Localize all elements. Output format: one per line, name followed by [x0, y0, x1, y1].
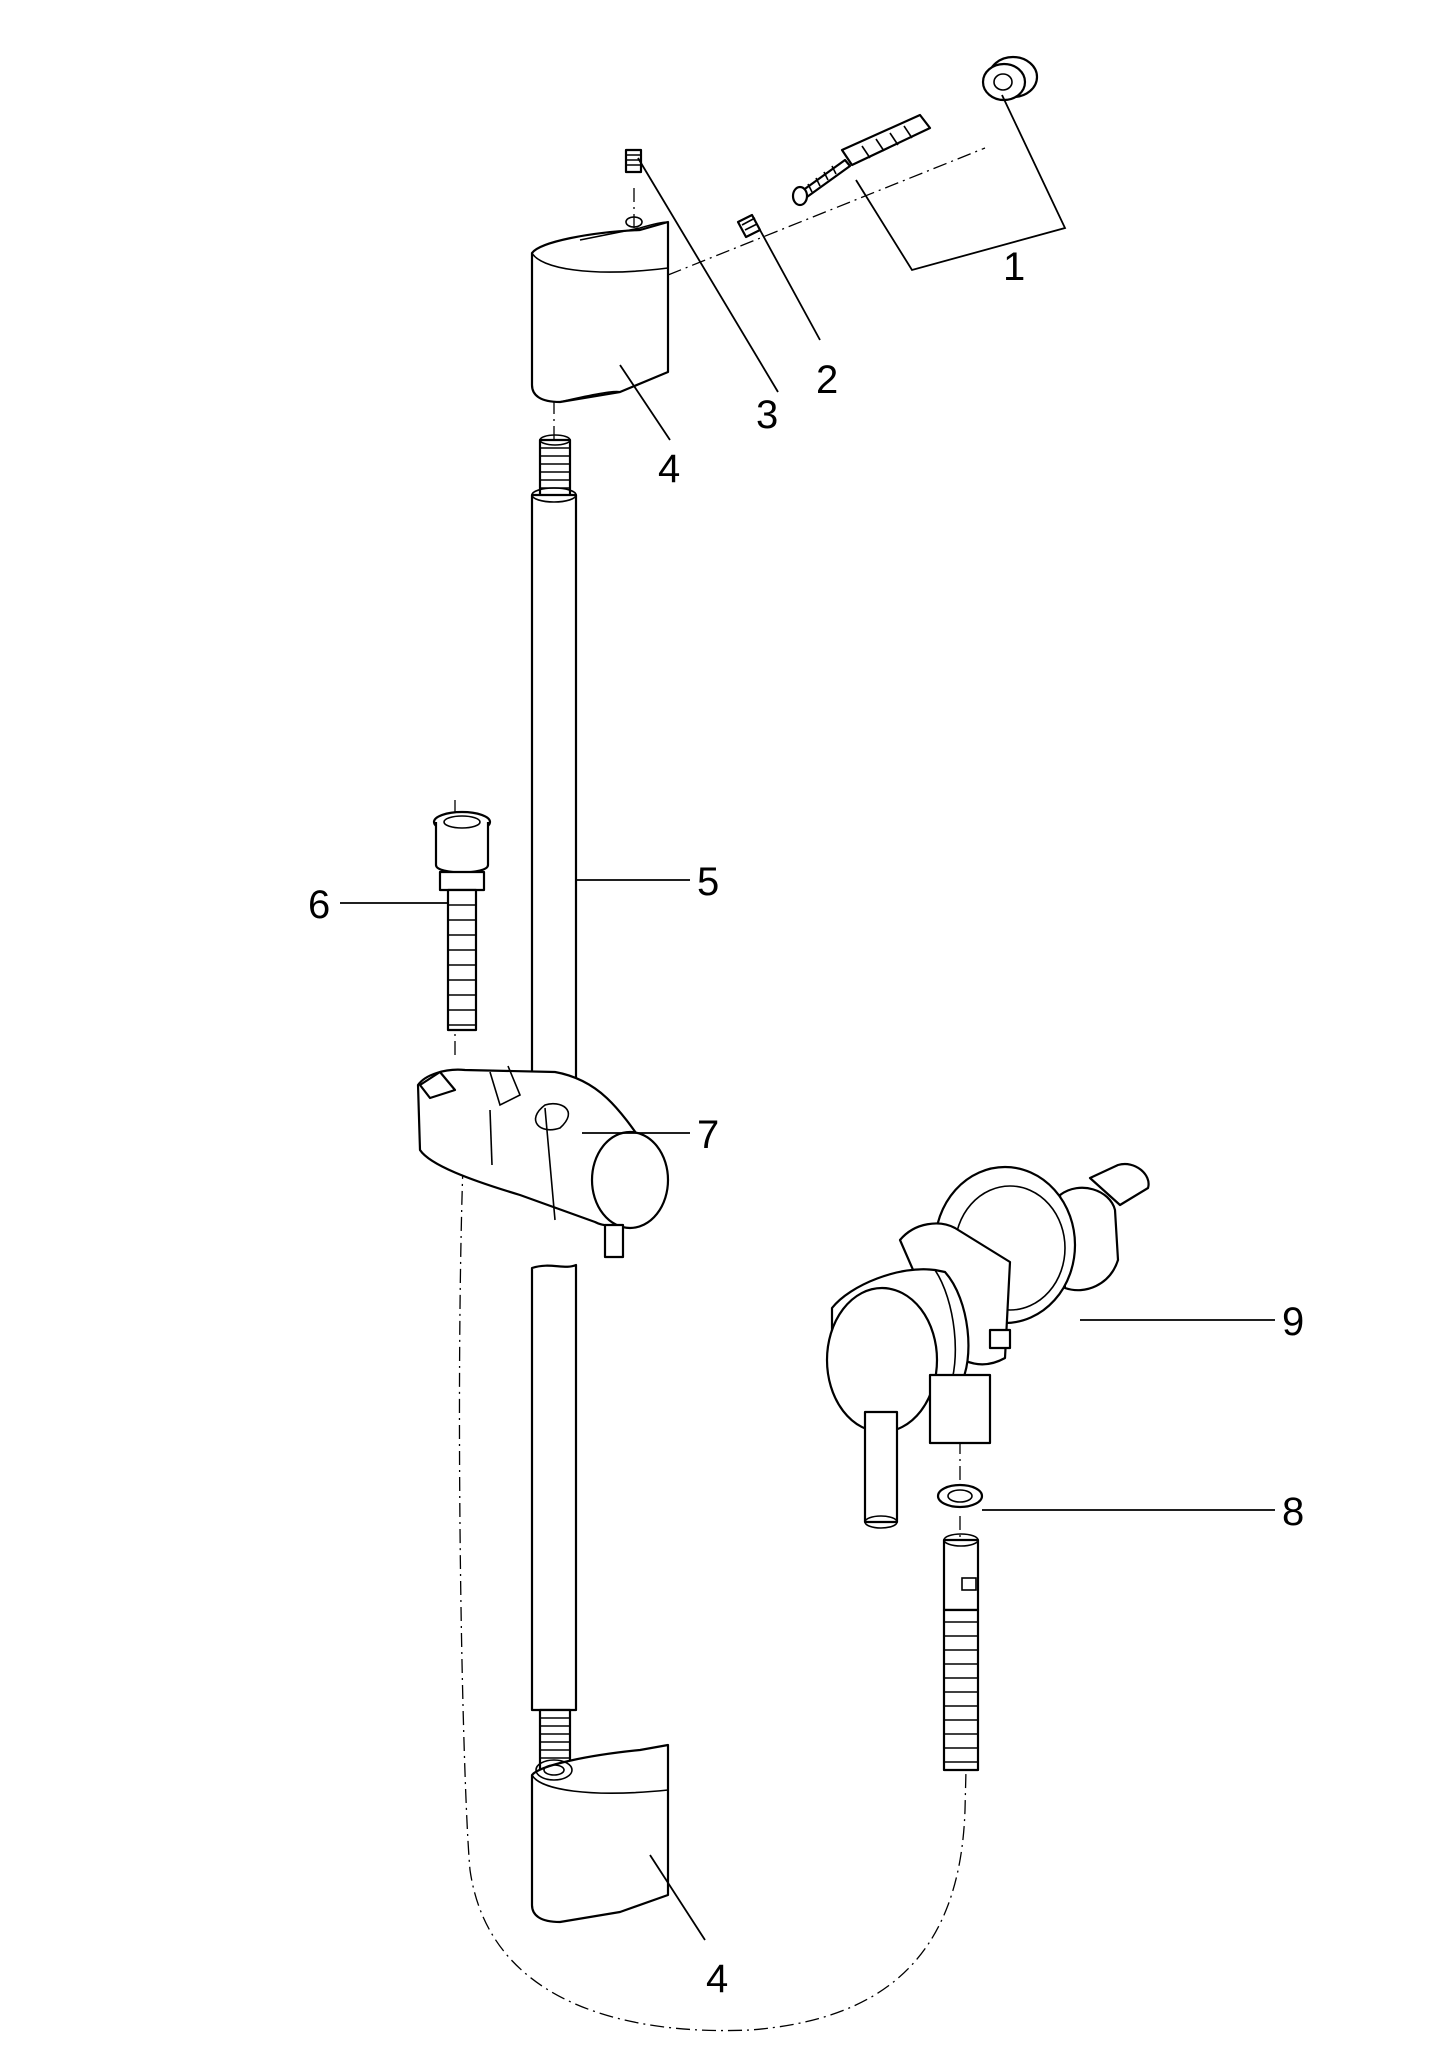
callout-4-top: 4 [658, 447, 680, 491]
leader-lines [340, 94, 1275, 1941]
slide-rail [530, 434, 578, 1772]
washer [936, 1483, 984, 1509]
wall-bracket-top [530, 216, 670, 404]
callout-1: 1 [1003, 245, 1025, 289]
slider-holder [416, 1065, 670, 1259]
wall-anchor [791, 113, 932, 207]
callout-8: 8 [1282, 1490, 1304, 1534]
wall-bracket-bottom [530, 1743, 670, 1924]
callout-3: 3 [756, 393, 778, 437]
callout-5: 5 [697, 860, 719, 904]
wall-outlet [825, 1162, 1150, 1529]
set-screw [624, 148, 643, 174]
hose-connector [432, 810, 492, 1032]
callout-2: 2 [816, 358, 838, 402]
grub-screw [736, 213, 762, 239]
cover-ring [981, 55, 1039, 102]
callout-9: 9 [1282, 1300, 1304, 1344]
shower-hose [942, 1533, 980, 1772]
callout-6: 6 [308, 883, 330, 927]
callout-4-bottom: 4 [706, 1957, 728, 2001]
callout-labels: 1 2 3 4 4 5 6 7 8 9 [308, 245, 1304, 2001]
callout-7: 7 [697, 1113, 719, 1157]
